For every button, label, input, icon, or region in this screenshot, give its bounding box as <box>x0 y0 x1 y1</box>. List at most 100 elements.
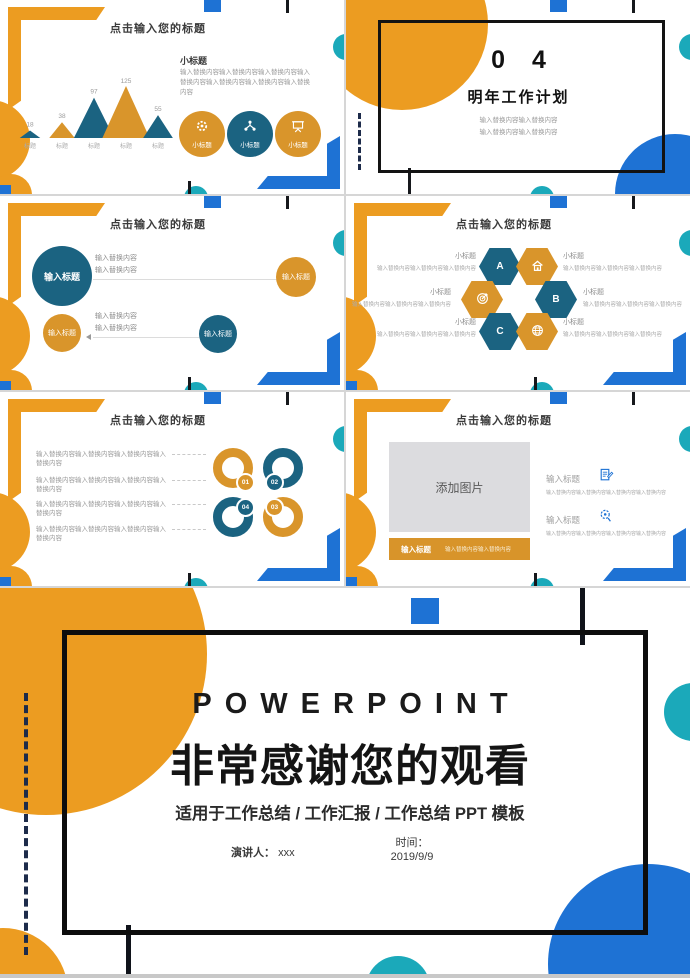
donut-ring-03 <box>263 497 303 537</box>
caption-bar-body: 输入替换内容输入替换内容 <box>445 547 512 553</box>
target-icon <box>475 291 490 309</box>
caption-label: 小标题 <box>583 289 604 296</box>
hexagon-letter: A <box>496 261 504 272</box>
brand-text: POWERPOINT <box>192 688 521 720</box>
feature-circle-label: 小标题 <box>192 142 212 149</box>
hexagon-c: C <box>479 313 521 350</box>
caption-label: 小标题 <box>563 253 584 260</box>
hex-caption-right-1: 小标题 输入替换内容输入替换内容输入替换内容 <box>563 251 662 272</box>
hexagon-home <box>516 248 558 285</box>
circle-label: 输入标题 <box>282 274 310 281</box>
orange-half-circle <box>346 492 376 572</box>
slide-final-thanks[interactable]: POWERPOINT 非常感谢您的观看 适用于工作总结 / 工作汇报 / 工作总… <box>0 588 690 974</box>
blue-bracket-vertical <box>327 528 340 580</box>
slide-thumb-4-hexagons[interactable]: 点击输入您的标题 A B C 小标题 输入替换内容输入替换内容输入替换内容 小标… <box>346 196 690 390</box>
connector-line <box>93 337 199 338</box>
document-edit-icon <box>598 467 614 488</box>
orange-bracket-vertical <box>354 399 367 502</box>
blue-bracket-horizontal <box>603 568 686 581</box>
thanks-subtitle: 适用于工作总结 / 工作汇报 / 工作总结 PPT 模板 <box>175 805 525 823</box>
teal-bottom-circle <box>184 382 208 390</box>
caption-label: 小标题 <box>455 319 476 326</box>
feature-circle-label: 小标题 <box>240 142 260 149</box>
black-frame <box>378 20 665 173</box>
placeholder-line: 输入替换内容 <box>95 267 137 274</box>
bottom-tick-line <box>408 168 411 194</box>
hexagon-a: A <box>479 248 521 285</box>
dashed-connector <box>172 480 206 481</box>
slide-thumb-3-timeline[interactable]: 点击输入您的标题 输入替换内容 输入替换内容 输入标题 输入标题 输入替换内容 … <box>0 196 344 390</box>
caption-body: 输入替换内容输入替换内容输入替换内容 <box>563 332 663 338</box>
slide-title: 点击输入您的标题 <box>110 23 206 35</box>
orange-bracket-vertical <box>8 7 21 110</box>
blue-top-square <box>550 196 567 208</box>
hexagon-globe <box>516 313 558 350</box>
orange-bracket-horizontal <box>8 7 105 20</box>
circle-label: 输入标题 <box>43 271 80 282</box>
hex-caption-right-2: 小标题 输入替换内容输入替换内容输入替换内容 <box>583 287 682 308</box>
blue-bracket-horizontal <box>257 372 340 385</box>
blue-bracket-vertical <box>673 332 686 384</box>
circle-label: 输入标题 <box>204 331 232 338</box>
dashed-connector <box>172 529 206 530</box>
image-placeholder: 添加图片 <box>389 442 530 532</box>
caption-body: 输入替换内容输入替换内容输入替换内容 <box>351 302 451 308</box>
svg-text:38: 38 <box>58 113 66 120</box>
blue-corner-square <box>0 577 11 586</box>
bottom-tick-line <box>188 377 191 390</box>
gear-icon <box>195 119 209 138</box>
feature-circle-3: 小标题 <box>275 111 321 157</box>
slide-title: 点击输入您的标题 <box>456 415 552 427</box>
blue-bracket-horizontal <box>603 372 686 385</box>
teal-right-circle <box>679 230 690 256</box>
slide-thumb-6-image[interactable]: 点击输入您的标题 添加图片 输入标题 输入替换内容输入替换内容 输入标题 输入替… <box>346 392 690 586</box>
placeholder-line: 输入替换内容输入替换内容 <box>479 129 558 136</box>
dashed-vertical-line <box>24 693 28 955</box>
block-body: 输入替换内容输入替换内容输入替换内容输入替换内容 <box>546 531 667 537</box>
placeholder-paragraph: 输入替换内容输入替换内容输入替换内容输入替换内容 <box>36 451 166 467</box>
blue-top-square <box>550 392 567 404</box>
hexagon-b: B <box>535 281 577 318</box>
caption-label: 小标题 <box>430 289 451 296</box>
teal-right-circle <box>333 34 344 60</box>
orange-bracket-horizontal <box>354 203 451 216</box>
title-circle: 输入标题 <box>32 246 92 306</box>
teal-bottom-circle <box>530 578 554 586</box>
presentation-icon <box>291 119 305 138</box>
dashed-connector <box>172 504 206 505</box>
svg-text:97: 97 <box>90 89 98 96</box>
bottom-tick-line <box>188 181 191 194</box>
gear-search-icon <box>598 508 614 529</box>
slide-thumb-5-donuts[interactable]: 点击输入您的标题 输入替换内容输入替换内容输入替换内容输入替换内容 输入替换内容… <box>0 392 344 586</box>
slide-thumb-2-section-cover[interactable]: 0 4 明年工作计划 输入替换内容输入替换内容 输入替换内容输入替换内容 <box>346 0 690 194</box>
svg-text:18: 18 <box>26 122 34 129</box>
top-tick-line <box>632 0 635 13</box>
feature-circle-label: 小标题 <box>288 142 308 149</box>
time-block: 时间： 2019/9/9 <box>372 836 452 864</box>
svg-text:125: 125 <box>121 78 132 85</box>
caption-bar: 输入标题 输入替换内容输入替换内容 <box>389 538 530 560</box>
section-title: 明年工作计划 <box>467 89 570 106</box>
circle-label: 输入标题 <box>48 330 76 337</box>
home-icon <box>530 258 545 276</box>
time-value: 2019/9/9 <box>390 851 434 863</box>
left-arrow-icon <box>86 334 91 340</box>
orange-bracket-horizontal <box>8 399 105 412</box>
teal-right-circle <box>333 426 344 452</box>
share-icon <box>243 119 257 138</box>
teal-bottom-circle <box>366 956 430 974</box>
caption-body: 输入替换内容输入替换内容输入替换内容 <box>563 266 663 272</box>
hexagon-letter: B <box>552 294 560 305</box>
slide-title: 点击输入您的标题 <box>110 415 206 427</box>
blue-top-square <box>550 0 567 12</box>
badge-number: 01 <box>241 479 250 486</box>
orange-half-circle <box>0 492 30 572</box>
bottom-tick-line <box>188 573 191 586</box>
placeholder-paragraph: 输入替换内容输入替换内容输入替换内容输入替换内容 <box>36 501 166 517</box>
hex-caption-left-2: 小标题 输入替换内容输入替换内容输入替换内容 <box>346 287 451 308</box>
block-title: 输入标题 <box>546 474 581 484</box>
svg-text:标题: 标题 <box>152 142 164 150</box>
orange-bracket-horizontal <box>354 399 451 412</box>
